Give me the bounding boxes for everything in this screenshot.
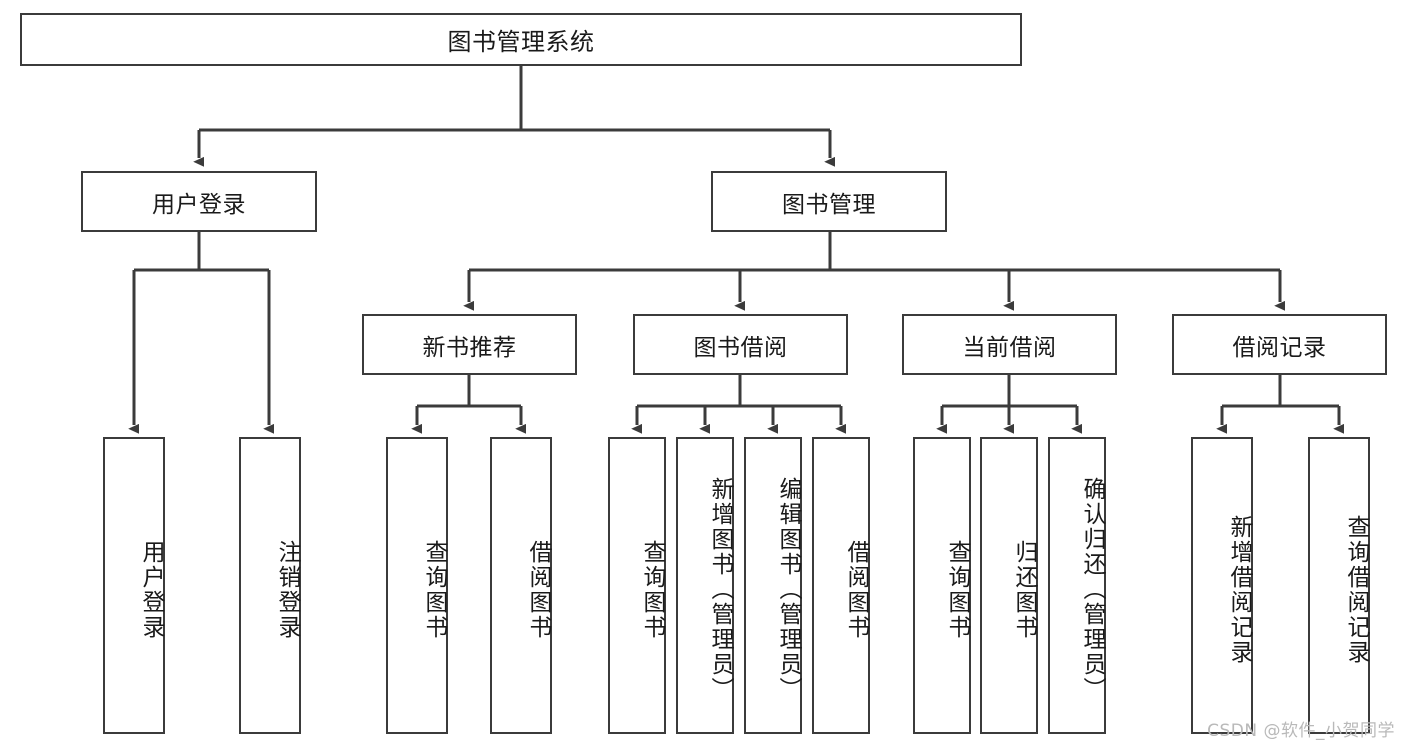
node-current-borrow[interactable]: 当前借阅 [902, 314, 1117, 375]
node-leaf-borrow-book-1-label: 借阅图书 [525, 539, 551, 640]
node-leaf-query-record-label: 查询借阅记录 [1343, 514, 1369, 665]
node-leaf-logout[interactable]: 注销登录 [239, 437, 301, 734]
node-current-borrow-label: 当前借阅 [962, 334, 1057, 361]
node-leaf-query-book-2-label: 查询图书 [639, 539, 665, 640]
node-book-borrow[interactable]: 图书借阅 [633, 314, 848, 375]
node-leaf-confirm-return[interactable]: 确认归还（管理员） [1048, 437, 1106, 734]
node-leaf-borrow-book-2[interactable]: 借阅图书 [812, 437, 870, 734]
node-leaf-query-book-3[interactable]: 查询图书 [913, 437, 971, 734]
node-leaf-query-record[interactable]: 查询借阅记录 [1308, 437, 1370, 734]
node-leaf-logout-label: 注销登录 [274, 539, 300, 640]
node-book-manage[interactable]: 图书管理 [711, 171, 947, 232]
node-leaf-query-book-2[interactable]: 查询图书 [608, 437, 666, 734]
node-leaf-add-book[interactable]: 新增图书（管理员） [676, 437, 734, 734]
node-leaf-edit-book-label: 编辑图书（管理员） [775, 477, 801, 702]
node-leaf-query-book-3-label: 查询图书 [944, 539, 970, 640]
node-leaf-user-login[interactable]: 用户登录 [103, 437, 165, 734]
node-leaf-return-book[interactable]: 归还图书 [980, 437, 1038, 734]
node-leaf-add-record[interactable]: 新增借阅记录 [1191, 437, 1253, 734]
node-root-label: 图书管理系统 [447, 28, 595, 56]
node-user-login[interactable]: 用户登录 [81, 171, 317, 232]
node-borrow-record[interactable]: 借阅记录 [1172, 314, 1387, 375]
node-leaf-query-book-1[interactable]: 查询图书 [386, 437, 448, 734]
node-leaf-query-book-1-label: 查询图书 [421, 539, 447, 640]
node-leaf-return-book-label: 归还图书 [1011, 539, 1037, 640]
node-borrow-record-label: 借阅记录 [1232, 334, 1327, 361]
node-leaf-add-book-label: 新增图书（管理员） [707, 477, 733, 702]
node-leaf-borrow-book-1[interactable]: 借阅图书 [490, 437, 552, 734]
node-user-login-label: 用户登录 [152, 191, 246, 218]
node-new-book-rec-label: 新书推荐 [422, 334, 517, 361]
node-leaf-user-login-label: 用户登录 [138, 539, 164, 640]
node-book-manage-label: 图书管理 [782, 191, 876, 218]
node-leaf-add-record-label: 新增借阅记录 [1226, 514, 1252, 665]
node-leaf-borrow-book-2-label: 借阅图书 [843, 539, 869, 640]
node-new-book-rec[interactable]: 新书推荐 [362, 314, 577, 375]
node-book-borrow-label: 图书借阅 [693, 334, 788, 361]
node-root[interactable]: 图书管理系统 [20, 13, 1022, 66]
node-leaf-edit-book[interactable]: 编辑图书（管理员） [744, 437, 802, 734]
node-leaf-confirm-return-label: 确认归还（管理员） [1079, 477, 1105, 702]
